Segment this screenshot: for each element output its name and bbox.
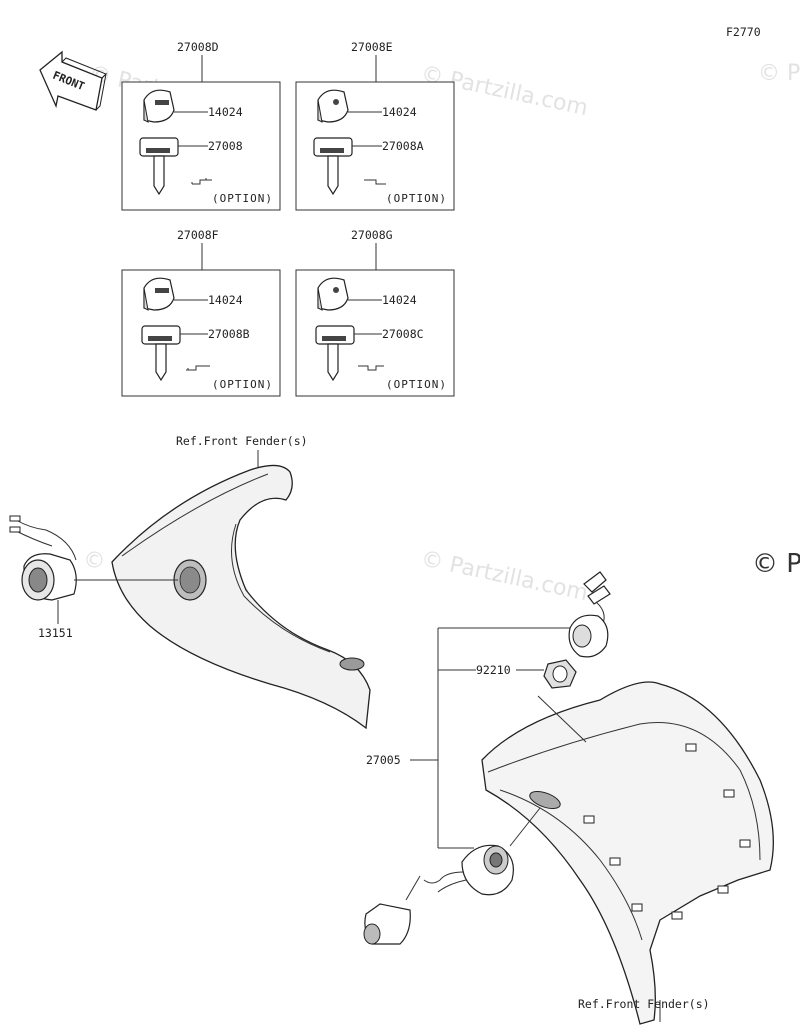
- cap-number-3: 14024: [208, 293, 243, 307]
- watermark-6: © P: [752, 549, 800, 579]
- part-27005: 27005: [366, 753, 401, 767]
- ref-front-fender-lower: Ref.Front Fender(s): [578, 997, 710, 1011]
- key-set-box-4: 27008G 14024 27008C (OPTION): [295, 228, 455, 397]
- cap-number-2: 14024: [382, 105, 417, 119]
- part-92210: 92210: [476, 663, 511, 677]
- front-fender-lower: [481, 681, 774, 1025]
- option-1: (OPTION): [212, 192, 273, 205]
- set-number-2: 27008E: [351, 40, 393, 54]
- option-3: (OPTION): [212, 378, 273, 391]
- cap-number-4: 14024: [382, 293, 417, 307]
- nut-92210: [543, 659, 577, 689]
- ignition-switch-13151: [9, 515, 178, 624]
- part-13151: 13151: [38, 626, 73, 640]
- key-number-3: 27008B: [208, 327, 250, 341]
- front-arrow-icon: FRONT: [39, 50, 107, 111]
- ref-front-fender-upper: Ref.Front Fender(s): [176, 434, 308, 448]
- lock-cylinder-with-keys: [568, 571, 611, 658]
- key-number-2: 27008A: [382, 139, 424, 153]
- set-number-1: 27008D: [177, 40, 219, 54]
- key-number-1: 27008: [208, 139, 243, 153]
- cap-number-1: 14024: [208, 105, 243, 119]
- watermark-3: © P: [758, 61, 800, 86]
- lock-connector-harness: [363, 807, 541, 945]
- lock-set-bracket-27005: [410, 627, 570, 849]
- key-set-box-2: 27008E 14024 27008A (OPTION): [295, 40, 455, 211]
- set-number-3: 27008F: [177, 228, 219, 242]
- key-set-box-1: 27008D 14024 27008 (OPTION): [121, 40, 281, 211]
- option-4: (OPTION): [386, 378, 447, 391]
- figure-code: F2770: [726, 25, 761, 39]
- option-2: (OPTION): [386, 192, 447, 205]
- set-number-4: 27008G: [351, 228, 393, 242]
- front-fender-upper: [111, 464, 371, 730]
- key-number-4: 27008C: [382, 327, 424, 341]
- watermark-5: © Partzilla.com: [419, 546, 590, 606]
- key-set-box-3: 27008F 14024 27008B (OPTION): [121, 228, 281, 397]
